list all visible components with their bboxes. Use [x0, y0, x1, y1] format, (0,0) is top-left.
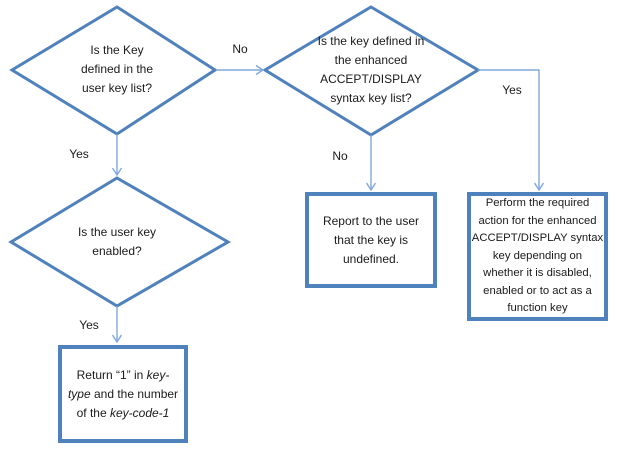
return-line-2: type and the number	[67, 386, 179, 401]
return-line-1: Return “1” in key-	[76, 367, 170, 382]
decision-enhanced-text: Is the key defined in the enhanced ACCEP…	[317, 34, 425, 105]
connector-no-to-enhanced	[216, 64, 265, 76]
process-report-undefined: Report to the user that the key is undef…	[305, 192, 437, 288]
connector-no-to-report	[365, 135, 377, 192]
label-yes-from-enhanced: Yes	[502, 83, 522, 97]
decision-user-key-text: Is the Key defined in the user key list?	[80, 43, 154, 95]
return-line-3: of the key-code-1	[76, 405, 170, 420]
process-perform-action-text: Perform the required action for the enha…	[471, 196, 604, 315]
process-perform-action: Perform the required action for the enha…	[467, 192, 608, 321]
process-return-key-type-text: Return “1” in key- type and the number o…	[68, 366, 178, 423]
process-report-undefined-text: Report to the user that the key is undef…	[322, 213, 420, 266]
connector-yes-to-enabled	[111, 134, 123, 177]
decision-enabled-text: Is the user key enabled?	[77, 225, 157, 258]
process-return-key-type: Return “1” in key- type and the number o…	[58, 345, 188, 443]
connector-yes-to-perform	[478, 69, 545, 192]
connector-yes-to-return	[111, 306, 123, 344]
label-yes-from-user-key: Yes	[69, 147, 89, 161]
label-no-to-enhanced: No	[232, 42, 248, 56]
label-yes-from-enabled: Yes	[79, 318, 99, 332]
label-no-from-enhanced: No	[332, 149, 348, 163]
